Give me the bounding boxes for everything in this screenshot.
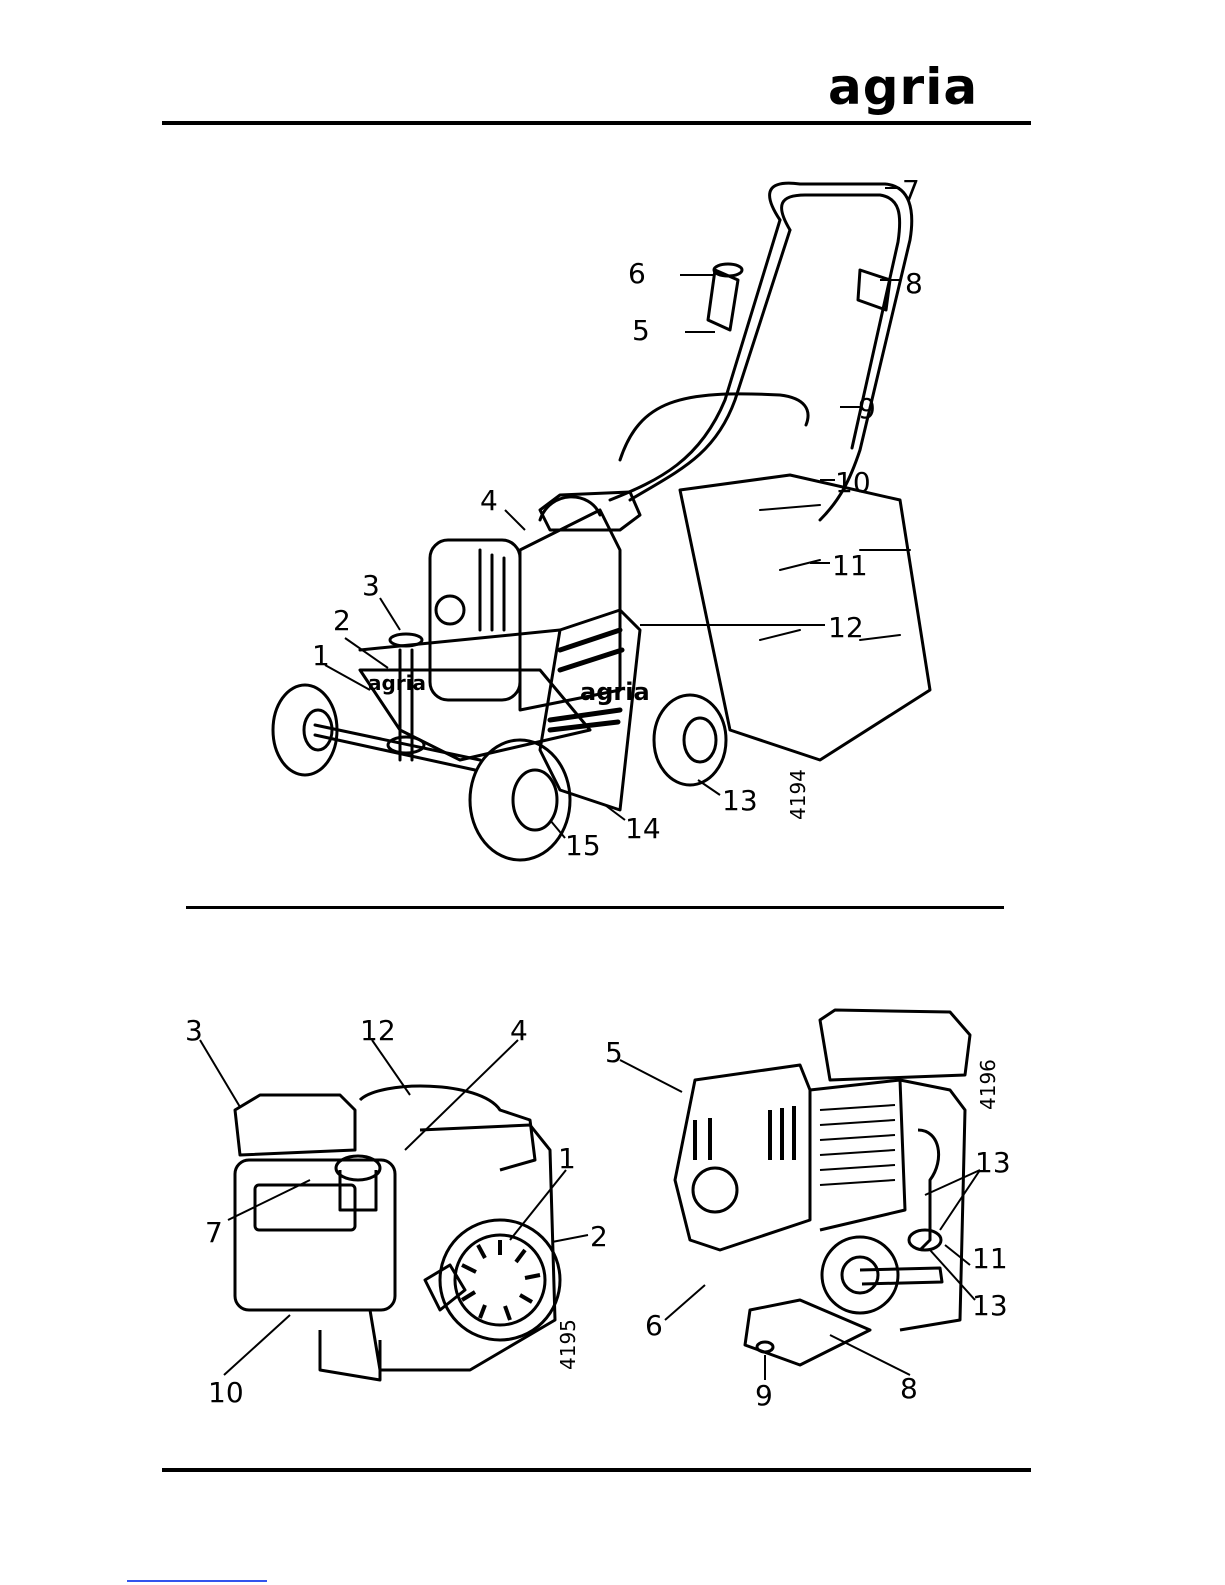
lever-box [708, 270, 738, 330]
mower-callout-3: 3 [362, 569, 380, 602]
engine-right-callout-11: 11 [972, 1242, 1008, 1275]
mower-callout-2: 2 [333, 604, 351, 637]
handle-crossbar [620, 394, 808, 460]
output-shaft-flange [822, 1237, 898, 1313]
mower-callout-4: 4 [480, 484, 498, 517]
engine-right-figure: 5 13 11 13 6 9 8 4196 [600, 1000, 1040, 1410]
fuel-tank [235, 1160, 395, 1310]
mower-callout-9: 9 [858, 392, 876, 425]
mower-callout-10: 10 [835, 466, 871, 499]
air-filter-housing-right [820, 1010, 970, 1080]
mower-callout-1: 1 [312, 639, 330, 672]
air-filter [540, 492, 640, 530]
engine-right-callout-8: 8 [900, 1372, 918, 1405]
engine-cover [430, 540, 520, 700]
grass-bag [680, 475, 930, 760]
muffler-cap [693, 1168, 737, 1212]
engine-right-callout-6: 6 [645, 1309, 663, 1342]
wheel-front [470, 740, 570, 860]
engine-left-illustration: 3 12 4 1 7 2 10 4195 [180, 1010, 620, 1410]
engine-right-callout-13-top: 13 [975, 1146, 1011, 1179]
engine-left-callout-4: 4 [510, 1014, 528, 1047]
mower-callout-6: 6 [628, 257, 646, 290]
mower-illustration: agria agria 1 2 3 4 5 6 7 8 9 10 11 12 1… [260, 170, 960, 870]
engine-left-callout-1: 1 [558, 1142, 576, 1175]
engine-right-figure-code: 4196 [976, 1059, 1000, 1110]
engine-right-callout-9: 9 [755, 1379, 773, 1410]
engine-left-figure: 3 12 4 1 7 2 10 4195 [180, 1010, 620, 1410]
mower-figure: agria agria 1 2 3 4 5 6 7 8 9 10 11 12 1… [260, 170, 960, 870]
mower-callout-7: 7 [902, 174, 920, 207]
body-brand-front: agria [580, 678, 650, 706]
engine-right-illustration: 5 13 11 13 6 9 8 4196 [600, 1000, 1040, 1410]
engine-left-callout-12: 12 [360, 1014, 396, 1047]
mower-figure-code: 4194 [786, 769, 810, 820]
mower-callout-11: 11 [832, 549, 868, 582]
engine-left-callout-7: 7 [205, 1216, 223, 1249]
engine-right-callout-13-bottom: 13 [972, 1289, 1008, 1322]
header-rule [162, 121, 1031, 125]
engine-right-callout-5: 5 [605, 1036, 623, 1069]
footer-link-underline[interactable] [127, 1580, 267, 1582]
body-brand-side: agria [368, 671, 426, 695]
footer-rule [162, 1468, 1031, 1472]
mower-callout-15: 15 [565, 829, 601, 862]
mower-callout-8: 8 [905, 267, 923, 300]
mower-callout-5: 5 [632, 314, 650, 347]
figure-divider [186, 906, 1004, 909]
brand-logo: agria [828, 62, 978, 112]
engine-left-callout-10: 10 [208, 1376, 244, 1409]
engine-left-figure-code: 4195 [556, 1319, 580, 1370]
air-filter-housing [235, 1095, 355, 1155]
mower-callout-14: 14 [625, 812, 661, 845]
mower-callout-13: 13 [722, 784, 758, 817]
engine-left-callout-3: 3 [185, 1014, 203, 1047]
mower-callout-12: 12 [828, 611, 864, 644]
